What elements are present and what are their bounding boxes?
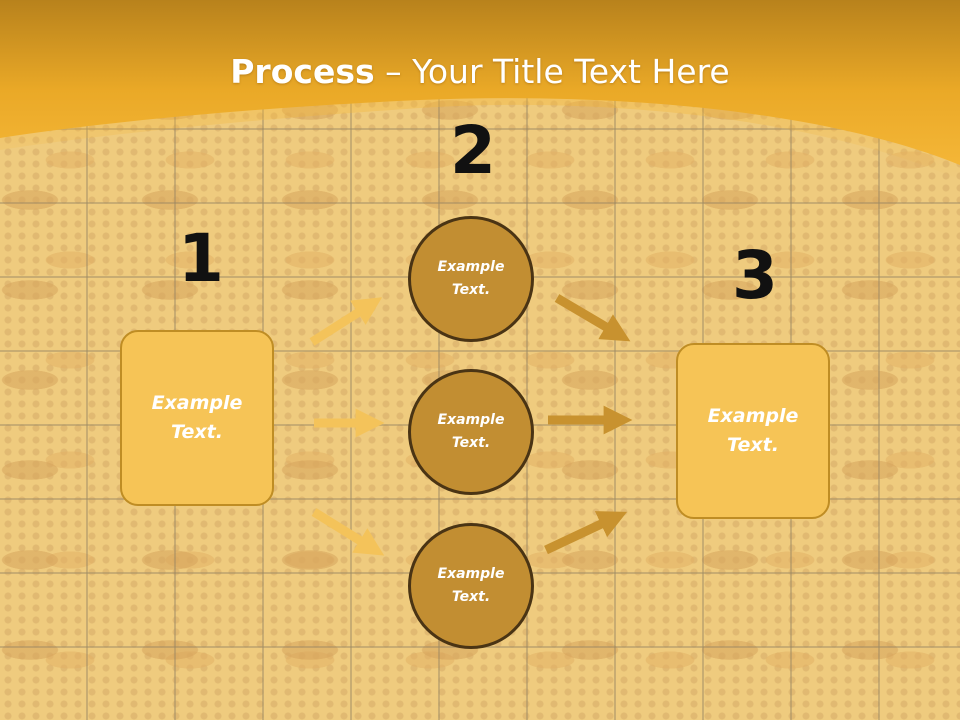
circle-top-text: Example Text. — [437, 259, 505, 298]
circle-bottom-text: Example Text. — [437, 566, 505, 605]
arrow-right-down-right — [554, 294, 631, 342]
step-1-box-text: Example Text. — [151, 392, 243, 443]
step-number-2: 2 — [450, 112, 496, 189]
header-band — [0, 0, 960, 180]
slide-title: Process – Your Title Text Here — [0, 52, 960, 91]
step-3-box-text: Example Text. — [707, 405, 799, 456]
arrow-right-up-left — [309, 297, 383, 346]
step-2-circle-middle[interactable]: Example Text. — [408, 369, 534, 495]
arrow-right-up-right — [544, 511, 628, 555]
title-rest: – Your Title Text Here — [374, 52, 730, 91]
step-1-box[interactable]: Example Text. — [120, 330, 274, 506]
step-number-1: 1 — [178, 220, 224, 297]
arrow-right-down-left — [311, 508, 385, 556]
circle-middle-text: Example Text. — [437, 412, 505, 451]
step-2-circle-top[interactable]: Example Text. — [408, 216, 534, 342]
step-3-box[interactable]: Example Text. — [676, 343, 830, 519]
step-number-3: 3 — [732, 237, 778, 314]
title-bold: Process — [230, 52, 375, 91]
step-2-circle-bottom[interactable]: Example Text. — [408, 523, 534, 649]
